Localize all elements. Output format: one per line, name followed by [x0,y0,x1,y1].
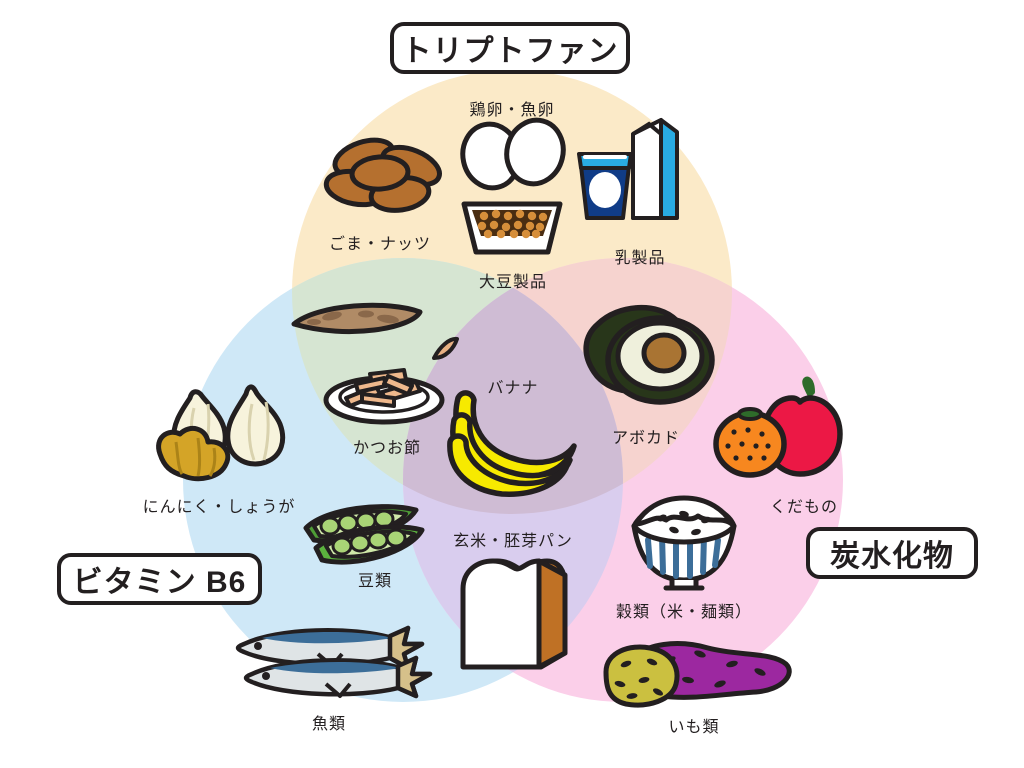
caption-fish: 魚類 [311,716,347,733]
caption-soy-products: 大豆製品 [478,274,548,291]
label-tryptophan: トリプトファン [390,22,630,74]
label-carbohydrate: 炭水化物 [806,527,978,579]
illustration-beans [298,500,426,572]
illustration-fish [222,622,436,702]
illustration-tubers [596,634,796,710]
caption-sesame-nuts: ごま・ナッツ [328,236,432,253]
illustration-dairy [571,110,681,230]
caption-dairy: 乳製品 [614,250,666,267]
caption-tubers: いも類 [668,719,720,736]
caption-fruit: くだもの [769,499,839,516]
label-vitamin-b6: ビタミン B6 [57,553,262,605]
illustration-avocado [574,298,722,416]
caption-brown-rice-bread: 玄米・胚芽パン [453,533,573,550]
illustration-bonito-shaving [430,336,460,362]
caption-banana: バナナ [487,380,539,397]
illustration-bonito-flakes-plate [322,350,446,425]
illustration-soy-products [456,196,568,258]
caption-avocado: アボカド [611,430,681,447]
caption-eggs-roe: 鶏卵・魚卵 [469,102,555,119]
illustration-bread [455,553,571,671]
caption-beans: 豆類 [357,573,393,590]
illustration-eggs-roe [458,117,568,191]
caption-bonito-flakes: かつお節 [352,440,422,457]
caption-garlic-ginger: にんにく・しょうが [142,499,296,516]
overlap-center [403,258,623,514]
illustration-rice-bowl [618,492,750,596]
illustration-banana [444,388,584,498]
caption-grains: 穀類（米・麺類） [615,604,753,621]
illustration-sesame-nuts [318,136,446,222]
illustration-fruit [713,376,850,486]
illustration-bonito-block [288,298,428,342]
illustration-garlic-ginger [146,370,302,486]
